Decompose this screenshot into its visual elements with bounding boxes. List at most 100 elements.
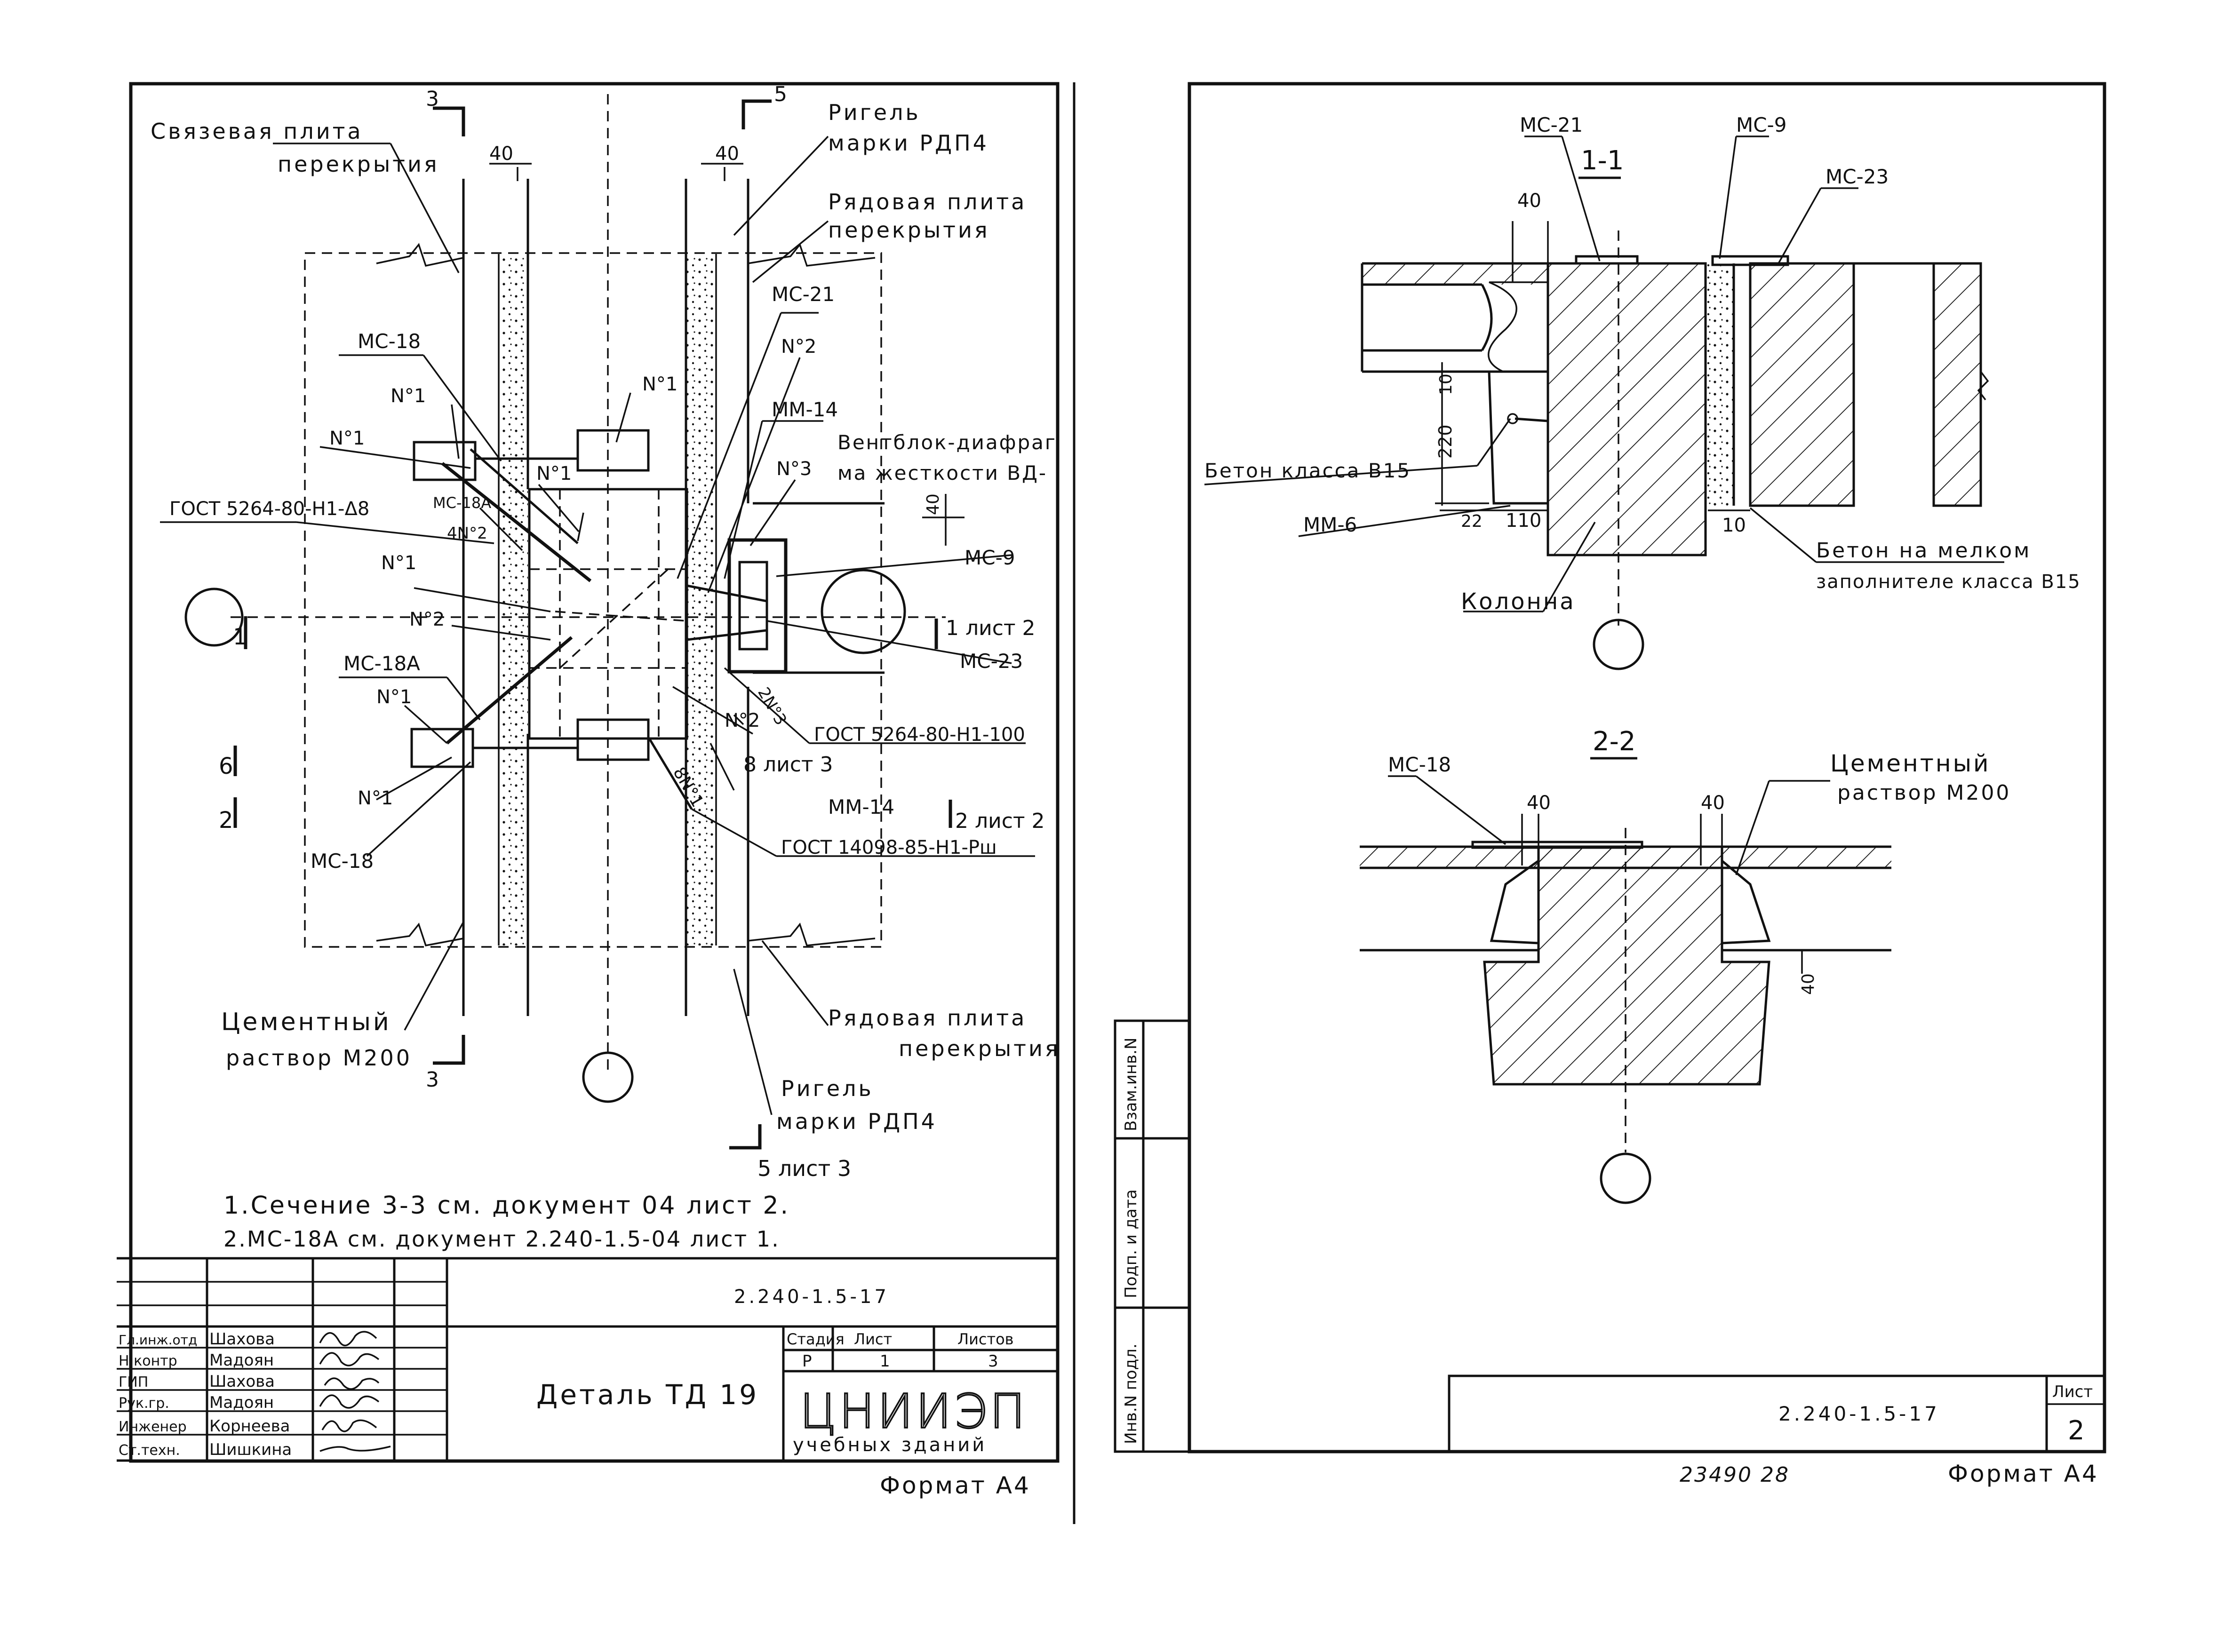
section-1-right: 1 лист 2 xyxy=(946,616,1036,640)
mark-mm6: ММ-6 xyxy=(1303,513,1357,536)
side-stamp: Инв.N подл. Подп. и дата Взам.инв.N xyxy=(1114,1019,1191,1453)
plan-outline xyxy=(304,252,882,948)
label-2-2-cement-2: раствор М200 xyxy=(1837,781,2011,805)
tb-header-sheets: Листов xyxy=(957,1330,1014,1348)
dimension-values: 40 40 40 xyxy=(489,143,943,515)
mark-n1-a: N°1 xyxy=(642,373,678,395)
mark-mc9: МС-9 xyxy=(965,546,1015,569)
mark-n1-b: N°1 xyxy=(391,385,426,407)
axis-bubble-2-2 xyxy=(1600,1152,1651,1204)
label-ryadovaya-top-line2: перекрытия xyxy=(828,217,990,243)
left-column-grout xyxy=(499,255,528,945)
sheet-2: Инв.N подл. Подп. и дата Взам.инв.N 1-1 xyxy=(1114,82,2106,1487)
mark-n1-f: N°1 xyxy=(376,686,412,708)
mark-n3: N°3 xyxy=(776,458,812,480)
break-line xyxy=(376,922,464,947)
mark-mc18a-bot: МС-18А xyxy=(343,652,420,675)
mark-mc23: МС-23 xyxy=(960,650,1023,673)
mark-gost-left: ГОСТ 5264-80-Н1-Δ8 xyxy=(169,498,369,520)
sheet-1-frame xyxy=(129,82,1060,1463)
label-rigel-bottom-line1: Ригель xyxy=(781,1076,874,1101)
tb-role-1: Гл.инж.отд xyxy=(119,1332,197,1348)
section-8: 8 лист 3 xyxy=(743,753,833,777)
stamp-vzam-inv: Взам.инв.N xyxy=(1122,1038,1140,1131)
mark-1-1-mc21: МС-21 xyxy=(1520,113,1583,136)
section-markers xyxy=(233,99,952,1150)
tb-value-sheets: 3 xyxy=(988,1352,998,1371)
mark-1-1-mc9: МС-9 xyxy=(1736,113,1786,136)
dim-40-vent: 40 xyxy=(924,493,943,515)
mark-mm14-top: ММ-14 xyxy=(772,398,838,421)
break-line xyxy=(748,243,876,267)
ventblock-channel xyxy=(821,569,906,654)
signatures xyxy=(319,1331,391,1452)
dim-1-1-10-r: 10 xyxy=(1722,515,1746,536)
section-3-top: 3 xyxy=(426,87,439,111)
label-ventblok-line1: Вентблок-диафраг xyxy=(837,431,1057,454)
mark-2-2-mc18: МС-18 xyxy=(1388,753,1451,776)
dim-2-2-40a: 40 xyxy=(1527,792,1551,814)
dim-40-left: 40 xyxy=(489,143,513,165)
section-3-bottom: 3 xyxy=(426,1068,439,1092)
dim-1-1-110: 110 xyxy=(1506,510,1541,532)
diagonal-link xyxy=(555,611,687,622)
sheet-2-list-number: 2 xyxy=(2068,1415,2085,1446)
label-kolonna: Колонна xyxy=(1461,588,1576,615)
note-2: 2.МС-18А см. документ 2.240-1.5-04 лист … xyxy=(223,1226,780,1252)
mark-mc18-bot: МС-18 xyxy=(311,850,374,873)
label-ryadovaya-bottom-line1: Рядовая плита xyxy=(828,1005,1027,1031)
label-ventblok-line2: ма жесткости ВД- xyxy=(837,461,1047,484)
dim-2-2-40c: 40 xyxy=(1799,973,1818,995)
mark-n1-e: N°1 xyxy=(381,552,416,574)
section-5-top: 5 xyxy=(774,82,787,106)
label-cement-line1: Цементный xyxy=(221,1008,391,1036)
section-2-2: 2-2 М xyxy=(1360,726,2011,1204)
bar-n2 xyxy=(470,448,579,544)
bar-mc18a xyxy=(446,636,573,745)
sheet-1: Связевая плита перекрытия Ригель марки Р… xyxy=(117,82,1060,1499)
break-line xyxy=(748,922,876,946)
tb-role-3: ГИП xyxy=(119,1374,148,1390)
mark-gost-14098: ГОСТ 14098-85-Н1-Рш xyxy=(781,837,997,858)
bar-n1 xyxy=(648,738,693,810)
tb-name-2: Мадоян xyxy=(209,1351,274,1370)
axis-bubble-bottom xyxy=(582,1051,634,1103)
note-1: 1.Сечение 3-3 см. документ 04 лист 2. xyxy=(223,1191,790,1220)
mark-n1-c: N°1 xyxy=(329,428,365,449)
tb-header-sheet: Лист xyxy=(854,1330,892,1348)
sheet-2-title-strip: 2.240-1.5-17 Лист 2 xyxy=(1448,1374,2106,1453)
label-beton-melkom-1: Бетон на мелком xyxy=(1816,539,2031,563)
format-label-1: Формат А4 xyxy=(880,1472,1031,1499)
plate-top-left xyxy=(413,441,477,481)
org-name: ЦНИИЭП xyxy=(800,1384,1028,1439)
tb-role-6: Ст.техн. xyxy=(119,1442,180,1459)
tb-name-4: Мадоян xyxy=(209,1393,274,1412)
bar-mc18a xyxy=(441,462,592,582)
title-doc-code: 2.240-1.5-17 xyxy=(734,1286,889,1308)
section-2-right: 2 лист 2 xyxy=(955,809,1045,833)
dim-1-1-220: 220 xyxy=(1435,424,1456,459)
section-1-1-title: 1-1 xyxy=(1581,145,1624,176)
axis-bubble-left xyxy=(184,588,244,647)
tb-value-stage: Р xyxy=(802,1352,812,1371)
label-cement-line2: раствор М200 xyxy=(226,1045,412,1071)
mark-n1-g: N°1 xyxy=(358,787,393,809)
label-rigel-top-line2: марки РДП4 xyxy=(828,130,989,156)
section-2-left: 2 xyxy=(219,807,233,834)
label-svyazevaya-line1: Связевая плита xyxy=(151,119,363,144)
tb-role-5: Инженер xyxy=(119,1419,187,1435)
label-beton-melkom-2: заполнителе класса В15 xyxy=(1816,571,2081,593)
leader-lines xyxy=(160,135,1035,1115)
part-marks: МС-18 N°1 N°1 N°1 МС-21 N°2 ММ-14 N°3 N°… xyxy=(169,283,1025,873)
break-line xyxy=(376,243,464,267)
stamp-podp-data: Подп. и дата xyxy=(1122,1189,1140,1298)
dim-1-1-22: 22 xyxy=(1461,512,1483,531)
sheet-2-doc-code: 2.240-1.5-17 xyxy=(1778,1402,1940,1425)
embed-mc23 xyxy=(727,538,788,674)
mark-mc18-top: МС-18 xyxy=(358,330,421,353)
plate-top xyxy=(576,429,650,472)
callout-labels: Связевая плита перекрытия Ригель марки Р… xyxy=(151,100,1058,1134)
section-labels: 3 5 1 1 лист 2 6 2 8 лист 3 2 лист 2 3 5… xyxy=(219,82,1045,1181)
tb-role-2: Н.контр xyxy=(119,1353,177,1369)
section-2-2-title: 2-2 xyxy=(1593,726,1635,757)
